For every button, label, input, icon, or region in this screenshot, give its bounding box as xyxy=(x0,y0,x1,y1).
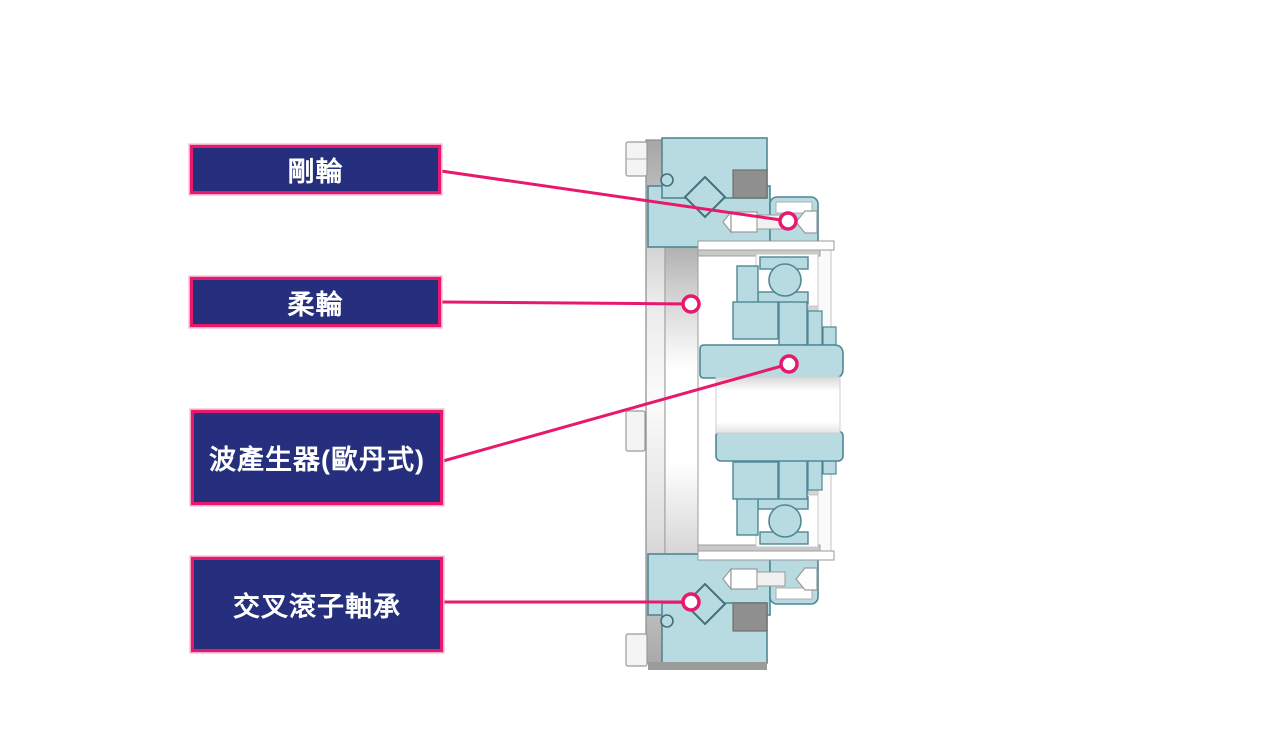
callout-dot-rigid-wheel xyxy=(778,211,798,231)
label-box-wave-generator: 波產生器(歐丹式) xyxy=(191,410,443,505)
callout-dot-cross-roller-bearing xyxy=(681,592,701,612)
wave-generator-upper-band xyxy=(699,344,844,379)
leader-line-flex-wheel xyxy=(440,300,692,306)
callout-dots xyxy=(681,211,799,612)
label-text-flex-wheel: 柔輪 xyxy=(287,289,344,320)
label-box-rigid-wheel: 剛輪 xyxy=(190,145,441,194)
leader-line-wave-generator xyxy=(442,362,790,463)
wave-generator-shaft-bore xyxy=(715,376,841,434)
label-box-cross-roller-bearing: 交叉滾子軸承 xyxy=(191,557,443,652)
leader-line-rigid-wheel xyxy=(440,169,789,223)
wave-generator-lower-band xyxy=(715,430,844,462)
callout-dot-flex-wheel xyxy=(681,294,701,314)
plate-tab-bottom xyxy=(625,633,648,667)
flexspline-cup-wall xyxy=(664,196,699,606)
label-text-wave-generator: 波產生器(歐丹式) xyxy=(209,445,425,475)
leader-lines xyxy=(440,169,790,604)
plate-tab-middle xyxy=(625,410,646,452)
callout-dot-wave-generator xyxy=(779,354,799,374)
label-box-flex-wheel: 柔輪 xyxy=(190,277,441,327)
label-text-cross-roller-bearing: 交叉滾子軸承 xyxy=(233,592,401,622)
label-text-rigid-wheel: 剛輪 xyxy=(287,157,344,187)
bottom-shadow xyxy=(648,662,767,670)
